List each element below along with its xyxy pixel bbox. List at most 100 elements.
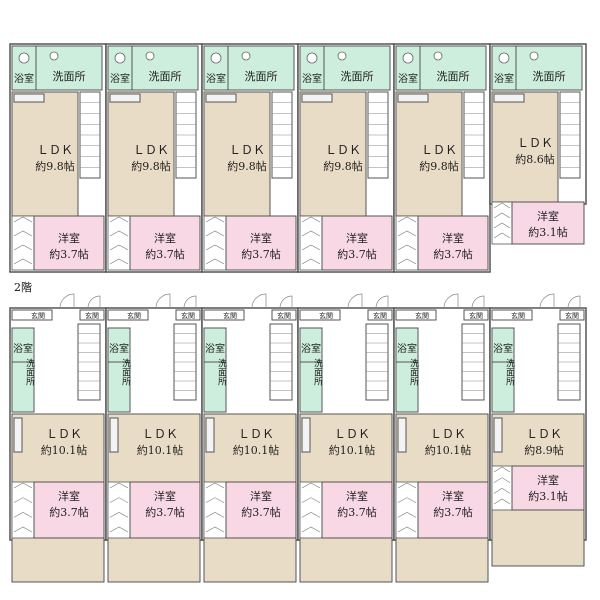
kitchen-counter-1f-1 (13, 417, 23, 453)
entrance-b-1f-4 (367, 309, 393, 321)
bedroom-label-1f-6: 洋室 (537, 473, 559, 487)
door-swing-a-1f-5 (443, 293, 459, 309)
entrance-a-1f-3 (203, 309, 245, 321)
closet-1f-3 (203, 481, 227, 539)
wash-label-2f-2: 洗面所 (149, 70, 182, 83)
bedroom-1f-4 (321, 481, 393, 539)
ldk-size-1f-2: 約10.1帖 (137, 443, 184, 457)
bedroom-2f-3 (225, 215, 297, 271)
bedroom-label-2f-4: 洋室 (346, 231, 368, 245)
sink-icon-2f-1 (49, 51, 59, 61)
wash-label-2f-6: 洗面所 (533, 70, 566, 83)
ldk-2f-6 (491, 91, 559, 203)
bedroom-1f-5 (417, 481, 489, 539)
bedroom-size-1f-4: 約3.7帖 (337, 505, 377, 519)
bedroom-label-2f-3: 洋室 (250, 231, 272, 245)
ldk-2f-5 (395, 91, 463, 217)
bathtub-icon-2f-4 (306, 52, 318, 64)
ldk-size-2f-5: 約9.8帖 (419, 159, 459, 173)
kitchen-counter-2f-3 (205, 93, 237, 103)
ldk-label-1f-2: ＬＤＫ (142, 427, 178, 441)
bath-label-1f-5: 浴室 (397, 342, 417, 355)
bathtub-icon-2f-2 (114, 52, 126, 64)
closet-2f-2 (107, 215, 131, 271)
bedroom-size-1f-5: 約3.7帖 (433, 505, 473, 519)
kitchen-counter-1f-2 (109, 417, 119, 453)
bedroom-2f-6 (511, 201, 585, 245)
bedroom-2f-2 (129, 215, 201, 271)
bedroom-label-2f-5: 洋室 (442, 231, 464, 245)
wash-label-1f-3: 洗面所 (216, 357, 227, 386)
bedroom-label-1f-3: 洋室 (250, 489, 272, 503)
stairs-1f-4 (365, 323, 389, 401)
ldk-label-2f-4: ＬＤＫ (325, 143, 361, 157)
washroom-1f-2 (107, 361, 131, 413)
door-swing-b-1f-3 (279, 295, 293, 309)
sink-icon-2f-6 (529, 51, 539, 61)
bedroom-size-1f-3: 約3.7帖 (241, 505, 281, 519)
bedroom-label-1f-1: 洋室 (58, 489, 80, 503)
bath-label-2f-1: 浴室 (14, 72, 34, 85)
closet-2f-4 (299, 215, 323, 271)
bedroom-label-1f-5: 洋室 (442, 489, 464, 503)
washroom-2f-2 (131, 45, 199, 91)
stairs-2f-3 (271, 91, 293, 179)
bath-label-1f-1: 浴室 (13, 342, 33, 355)
ldk-size-1f-4: 約10.1帖 (329, 443, 376, 457)
bathtub-icon-2f-3 (210, 52, 222, 64)
entrance-label-a-1f-5: 玄関 (415, 311, 429, 320)
entrance-label-b-1f-6: 玄関 (565, 311, 579, 320)
bedroom-label-2f-1: 洋室 (58, 231, 80, 245)
bedroom-1f-2 (129, 481, 201, 539)
kitchen-counter-2f-5 (397, 93, 429, 103)
wash-label-2f-5: 洗面所 (437, 70, 470, 83)
door-swing-a-1f-2 (155, 293, 171, 309)
washroom-2f-3 (227, 45, 295, 91)
door-swing-b-1f-6 (567, 295, 581, 309)
ldk-label-2f-6: ＬＤＫ (517, 136, 553, 150)
entrance-label-a-1f-6: 玄関 (511, 311, 525, 320)
bedroom-label-1f-4: 洋室 (346, 489, 368, 503)
bedroom-size-1f-6: 約3.1帖 (528, 489, 568, 503)
bath-label-2f-5: 浴室 (398, 72, 418, 85)
bath-label-2f-6: 浴室 (494, 72, 514, 85)
wash-label-1f-4: 洗面所 (312, 357, 323, 386)
entrance-label-b-1f-1: 玄関 (85, 311, 99, 320)
ldk-size-2f-2: 約9.8帖 (131, 159, 171, 173)
entrance-b-1f-2 (175, 309, 201, 321)
entrance-label-b-1f-3: 玄関 (277, 311, 291, 320)
stairs-2f-6 (559, 91, 581, 179)
entrance-label-b-1f-5: 玄関 (469, 311, 483, 320)
ldk-2f-3 (203, 91, 271, 217)
closet-1f-2 (107, 481, 131, 539)
sink-icon-2f-3 (241, 51, 251, 61)
stairs-2f-2 (175, 91, 197, 179)
closet-1f-6 (491, 465, 513, 511)
stairs-1f-3 (269, 323, 293, 401)
bedroom-size-2f-5: 約3.7帖 (433, 247, 473, 261)
bedroom-size-2f-6: 約3.1帖 (528, 225, 568, 239)
bedroom-label-1f-2: 洋室 (154, 489, 176, 503)
entrance-b-1f-5 (463, 309, 489, 321)
closet-2f-1 (11, 215, 35, 271)
closet-1f-4 (299, 481, 323, 539)
ldk-label-2f-2: ＬＤＫ (133, 143, 169, 157)
stairs-2f-5 (463, 91, 485, 179)
entrance-label-b-1f-4: 玄関 (373, 311, 387, 320)
door-swing-a-1f-1 (59, 293, 75, 309)
sink-icon-2f-4 (337, 51, 347, 61)
door-swing-b-1f-5 (471, 295, 485, 309)
kitchen-counter-1f-6 (493, 417, 503, 453)
entrance-a-1f-6 (491, 309, 533, 321)
bedroom-size-1f-2: 約3.7帖 (145, 505, 185, 519)
ldk-size-1f-5: 約10.1帖 (425, 443, 472, 457)
entrance-b-1f-6 (559, 309, 585, 321)
washroom-1f-4 (299, 361, 323, 413)
bath-label-2f-4: 浴室 (302, 72, 322, 85)
bedroom-size-2f-1: 約3.7帖 (49, 247, 89, 261)
bath-label-2f-2: 浴室 (110, 72, 130, 85)
wash-label-1f-6: 洗面所 (504, 357, 515, 386)
washroom-2f-1 (35, 45, 103, 91)
kitchen-counter-1f-5 (397, 417, 407, 453)
